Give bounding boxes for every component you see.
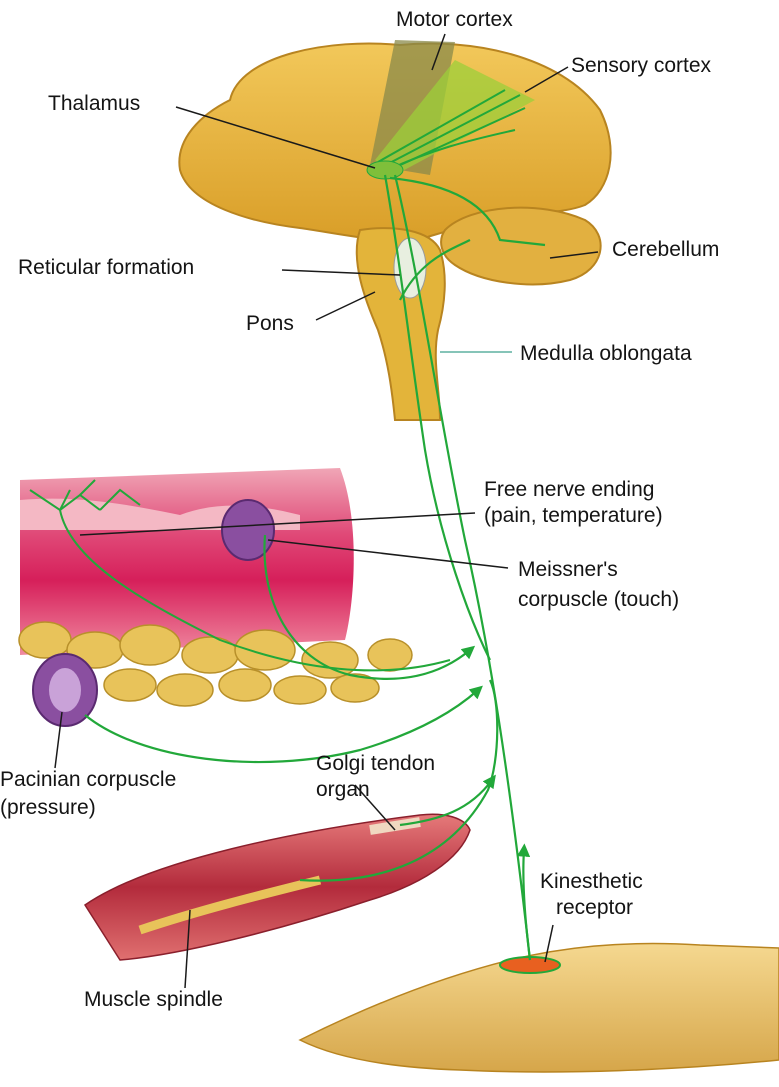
label-sensory-cortex: Sensory cortex xyxy=(571,54,711,78)
label-meissner-sub: corpuscle (touch) xyxy=(518,588,679,612)
leader-pons xyxy=(316,292,375,320)
label-meissner: Meissner's xyxy=(518,558,618,582)
joint xyxy=(300,943,779,1071)
cerebellum-shape xyxy=(441,208,600,285)
label-motor-cortex: Motor cortex xyxy=(396,8,513,32)
label-muscle-spindle: Muscle spindle xyxy=(84,988,223,1012)
muscle xyxy=(85,814,470,960)
label-thalamus: Thalamus xyxy=(48,92,140,116)
label-pons: Pons xyxy=(246,312,294,336)
label-reticular-formation: Reticular formation xyxy=(18,256,194,280)
skin-tissue xyxy=(20,468,354,655)
label-cerebellum: Cerebellum xyxy=(612,238,719,262)
label-free-nerve-ending: Free nerve ending xyxy=(484,478,654,502)
pacinian-core xyxy=(49,668,81,712)
skin-section xyxy=(19,468,450,726)
label-kinesthetic: Kinesthetic xyxy=(540,870,643,894)
label-golgi-tendon-sub: organ xyxy=(316,778,370,802)
label-medulla-oblongata: Medulla oblongata xyxy=(520,342,692,366)
label-golgi-tendon: Golgi tendon xyxy=(316,752,435,776)
label-kinesthetic-sub: receptor xyxy=(556,896,633,920)
label-pacinian-sub: (pressure) xyxy=(0,796,96,820)
label-pacinian: Pacinian corpuscle xyxy=(0,768,176,792)
meissner-corpuscle xyxy=(222,500,274,560)
label-free-nerve-ending-sub: (pain, temperature) xyxy=(484,504,663,528)
